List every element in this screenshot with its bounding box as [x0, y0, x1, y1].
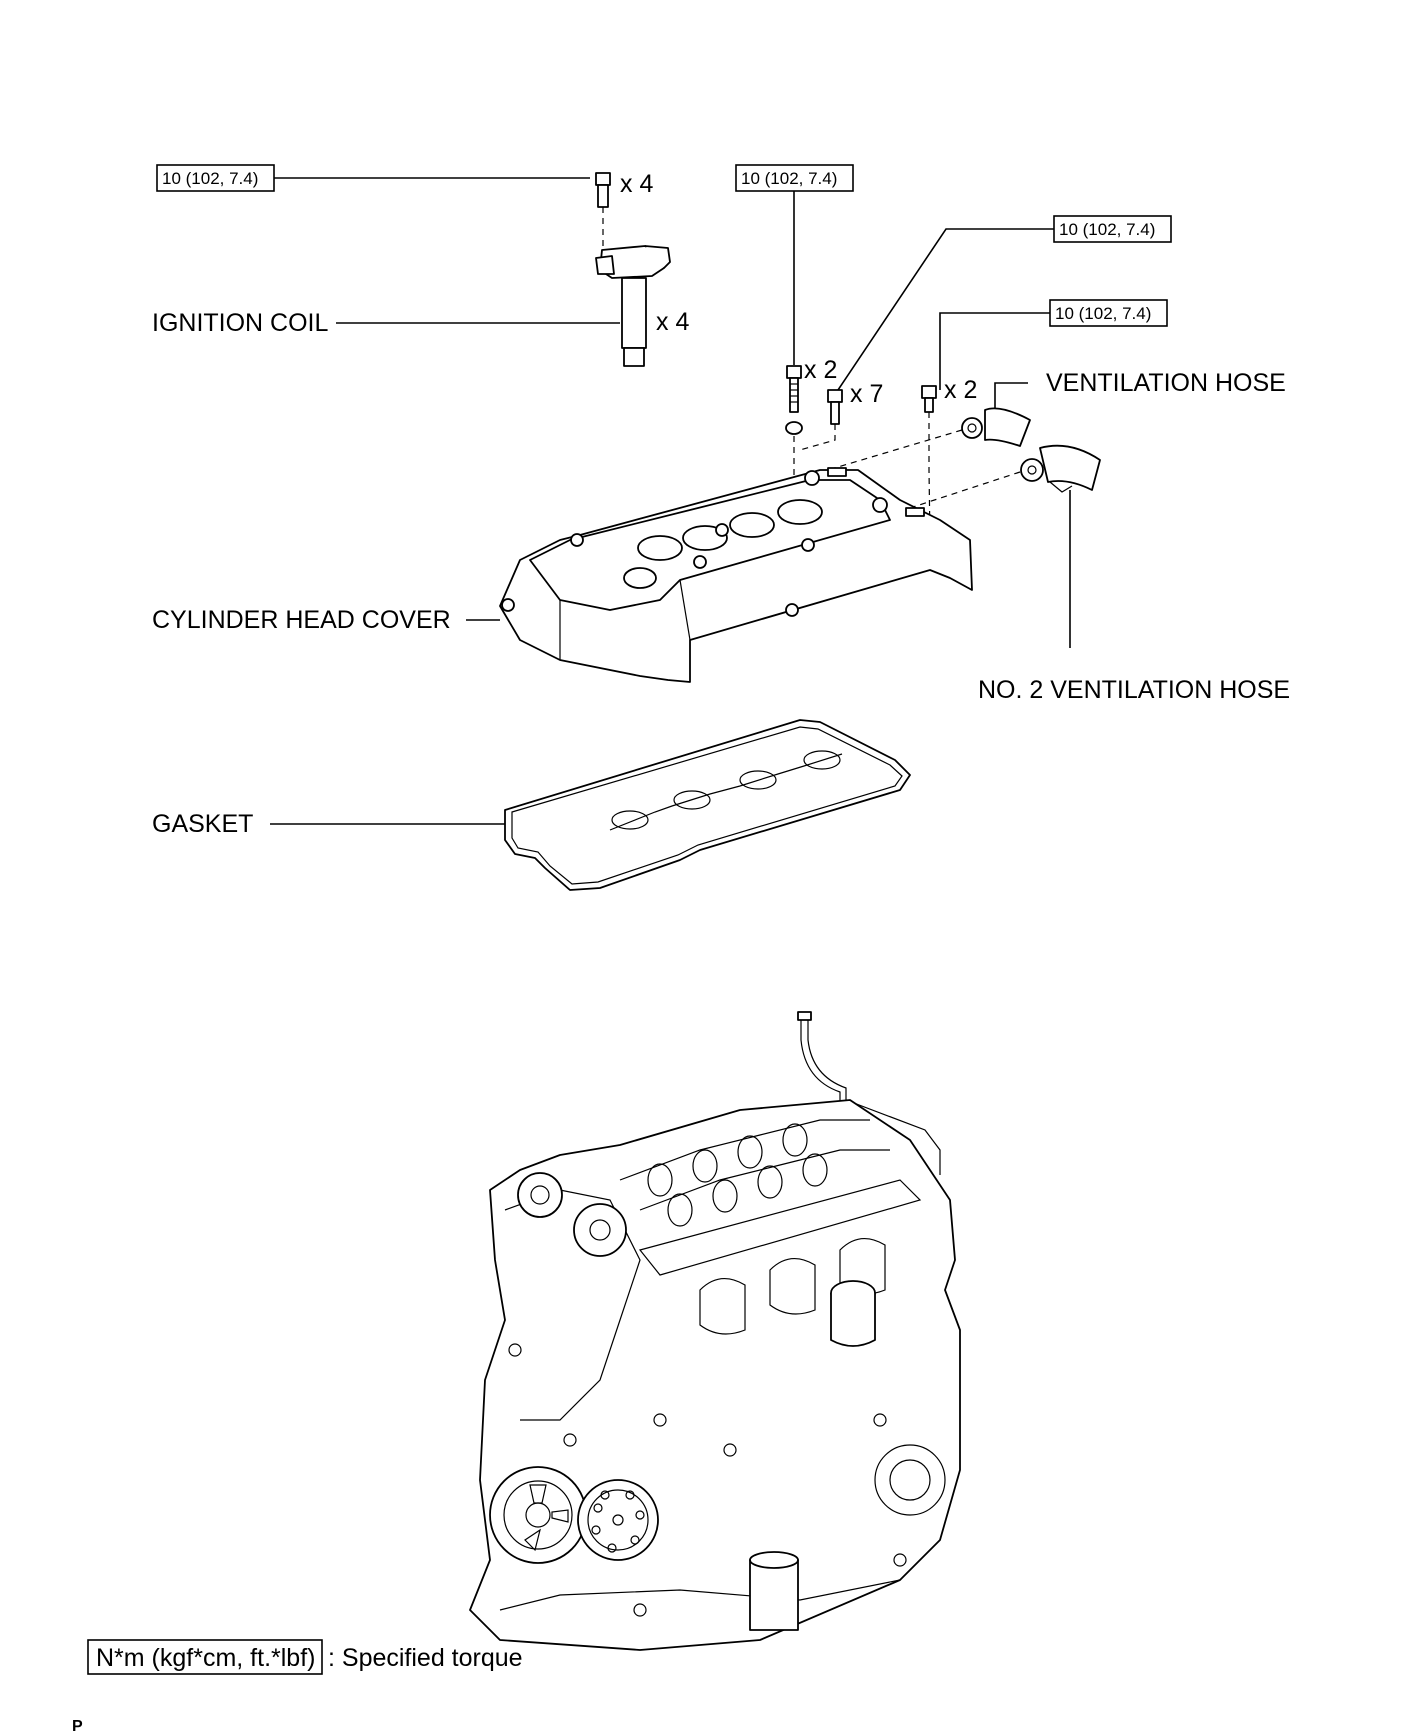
coil-bolt: [595, 172, 611, 208]
leader-ventilation-hose: [994, 382, 1028, 408]
torque-box-coil-bolt: 10 (102, 7.4): [156, 164, 275, 192]
label-gasket: GASKET: [152, 810, 253, 838]
engine-assembly: [469, 1011, 961, 1651]
hose-bolt-quantity: x 2: [944, 376, 977, 404]
cover-bolt-quantity: x 7: [850, 380, 883, 408]
label-cylinder-head-cover: CYLINDER HEAD COVER: [152, 606, 451, 634]
torque-box-hose-bolt: 10 (102, 7.4): [1049, 299, 1168, 327]
ventilation-hose: [961, 407, 1031, 447]
cover-bolt: [827, 389, 843, 425]
torque-box-stud-bolt: 10 (102, 7.4): [735, 164, 854, 192]
torque-box-cover-bolt: 10 (102, 7.4): [1053, 215, 1172, 243]
hose-bolt: [921, 385, 937, 413]
leader-hose-bolt: [939, 312, 1050, 390]
legend-text: : Specified torque: [328, 1644, 523, 1672]
ignition-coil: [595, 245, 671, 367]
footer-mark: P: [72, 1718, 83, 1734]
coil-bolt-quantity: x 4: [620, 170, 653, 198]
legend-box: [87, 1639, 323, 1675]
gasket: [504, 719, 911, 891]
label-ventilation-hose: VENTILATION HOSE: [1046, 369, 1286, 397]
no2-ventilation-hose: [1020, 444, 1101, 493]
label-ignition-coil: IGNITION COIL: [152, 309, 329, 337]
leader-cover-bolt: [837, 228, 1054, 391]
cylinder-head-cover: [499, 467, 973, 683]
svg-text:10 (102, 7.4): 10 (102, 7.4): [1059, 220, 1155, 239]
svg-text:10 (102, 7.4): 10 (102, 7.4): [162, 169, 258, 188]
ignition-coil-quantity: x 4: [656, 308, 689, 336]
label-no2-ventilation-hose: NO. 2 VENTILATION HOSE: [978, 676, 1290, 704]
stud-bolt: [785, 365, 803, 435]
svg-text:10 (102, 7.4): 10 (102, 7.4): [1055, 304, 1151, 323]
legend-unit: N*m (kgf*cm, ft.*lbf): [96, 1644, 315, 1672]
svg-text:10 (102, 7.4): 10 (102, 7.4): [741, 169, 837, 188]
torque-legend: N*m (kgf*cm, ft.*lbf) : Specified torque: [87, 1639, 523, 1675]
stud-bolt-quantity: x 2: [804, 356, 837, 384]
